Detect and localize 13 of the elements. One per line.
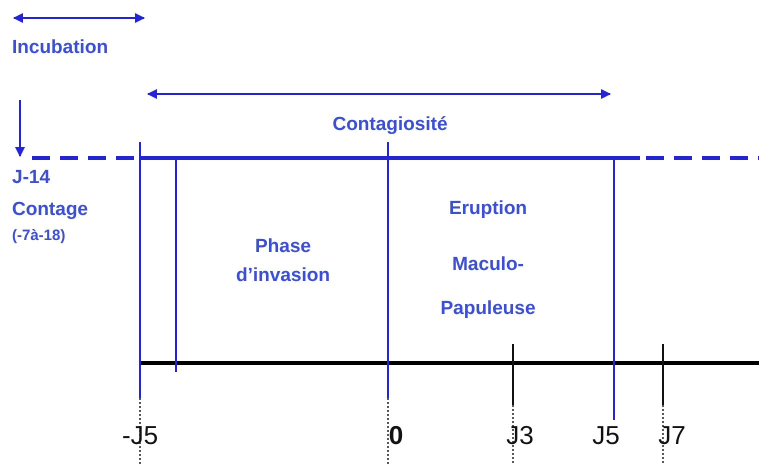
event-label: Contage	[12, 200, 88, 221]
day-label: J-14	[12, 168, 50, 189]
axis-tick-label: J5	[592, 421, 620, 450]
range-label: (-7à-18)	[12, 228, 66, 244]
phase-label: Phase d’invasion	[235, 235, 331, 288]
axis-tick-label: -J5	[122, 421, 158, 450]
period-label: Contagiosité	[332, 115, 448, 136]
phase-label: Maculo- Papuleuse	[439, 253, 537, 321]
axis-tick-label: J3	[506, 421, 534, 450]
axis-tick-label: J7	[658, 421, 686, 450]
axis-tick-label: 0	[388, 421, 404, 450]
period-label: Incubation	[12, 38, 108, 59]
phase-label: Eruption	[448, 199, 528, 220]
